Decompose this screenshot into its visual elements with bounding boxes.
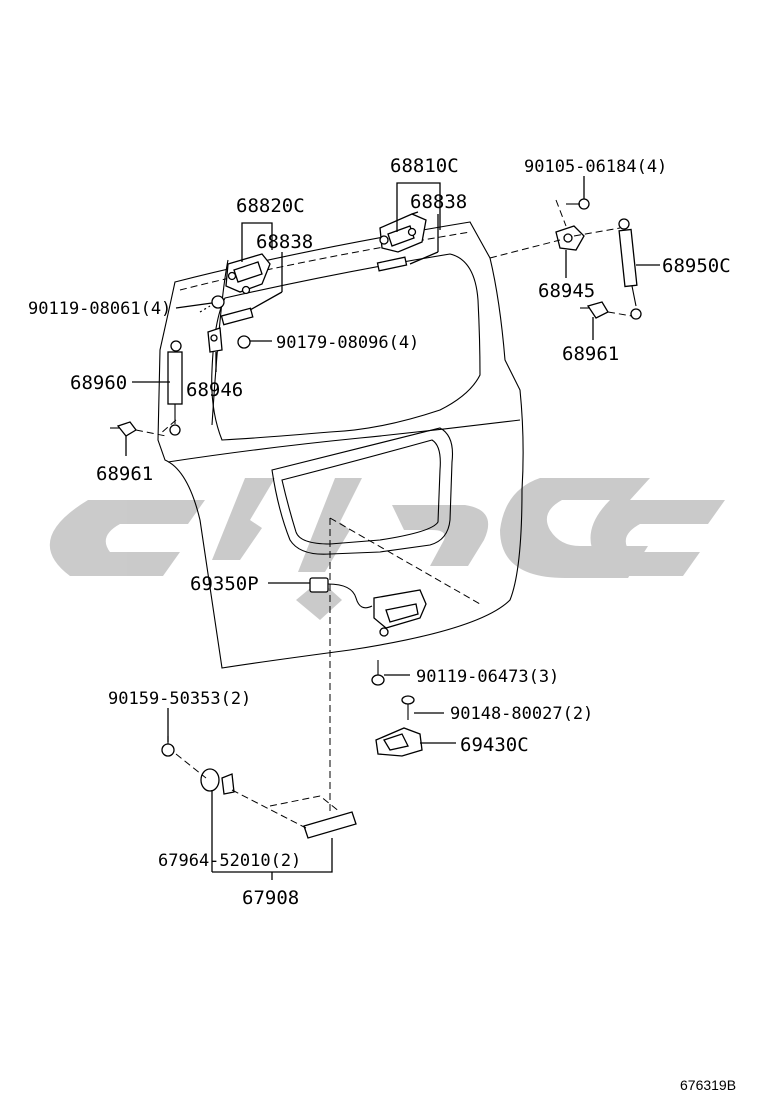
label-lock-bolt: 90119-06473(3) (416, 667, 559, 687)
back-door-panel (157, 221, 524, 669)
label-bolt-top: 90105-06184(4) (524, 157, 667, 177)
label-clip-grip: 90159-50353(2) (108, 689, 251, 709)
label-stay-bolt-right: 68961 (562, 343, 619, 365)
label-bolt-left: 90119-08061(4) (28, 299, 171, 319)
label-stay-bracket-right: 68945 (538, 280, 595, 302)
label-grip: 67908 (242, 887, 299, 909)
leader-lines (125, 176, 660, 880)
fasteners (110, 198, 609, 795)
part-labels: 68810C 68838 90105-06184(4) 68950C 68945… (28, 155, 736, 1093)
hinge-right-part (376, 213, 427, 272)
stay-right-part (618, 218, 642, 320)
grip-part (231, 789, 357, 839)
striker-part (375, 727, 423, 757)
lock-assembly-part (309, 577, 427, 637)
label-stay-right: 68950C (662, 255, 731, 277)
label-stay-bolt-left: 68961 (96, 463, 153, 485)
connection-lines (135, 199, 633, 815)
label-hinge-seal-right: 68838 (410, 191, 467, 213)
hinge-left-part (220, 253, 271, 326)
label-lock-assy: 69350P (190, 573, 259, 595)
stay-left-part (167, 340, 183, 436)
diagram-code: 676319B (680, 1077, 736, 1093)
label-striker: 69430C (460, 734, 529, 756)
label-hinge-right: 68810C (390, 155, 459, 177)
label-grip-cover: 67964-52010(2) (158, 851, 301, 871)
label-stay-bracket-left: 68946 (186, 379, 243, 401)
label-stay-left: 68960 (70, 372, 127, 394)
label-hinge-seal-left: 68838 (256, 231, 313, 253)
label-screw-striker: 90148-80027(2) (450, 704, 593, 724)
label-hinge-left: 68820C (236, 195, 305, 217)
label-nut-left: 90179-08096(4) (276, 333, 419, 353)
